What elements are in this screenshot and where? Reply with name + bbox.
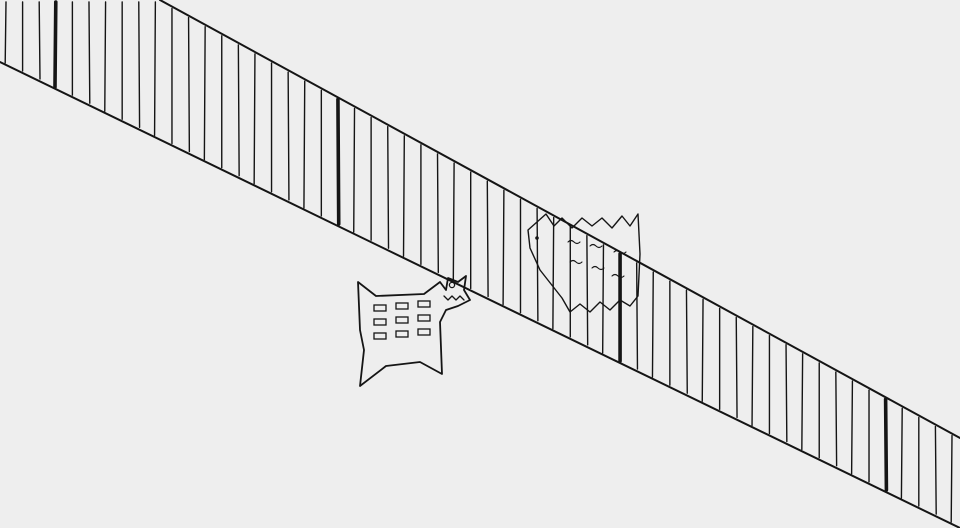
fence-slat xyxy=(701,298,704,402)
creature-windows xyxy=(373,300,431,340)
fence-slats xyxy=(4,0,953,523)
fence-slat xyxy=(950,434,953,523)
fence-slat xyxy=(138,1,141,129)
fence-slat xyxy=(4,1,7,64)
fence-slat xyxy=(237,44,240,177)
fence-slat xyxy=(586,235,589,346)
fence-slat xyxy=(187,16,191,153)
fence-slat xyxy=(685,289,688,394)
fence-slat xyxy=(253,53,256,185)
fence-post xyxy=(53,0,58,89)
fence-slat xyxy=(387,125,390,249)
creature-window xyxy=(373,332,387,340)
fence-slat xyxy=(287,71,290,201)
creature-window xyxy=(373,318,387,326)
fence-slat xyxy=(402,135,406,257)
ghost-eye xyxy=(535,236,539,240)
fence-top-edge xyxy=(159,0,960,439)
fence-slat xyxy=(785,344,788,443)
fence-slat xyxy=(801,353,804,451)
fence-slat xyxy=(436,153,440,274)
creature-window xyxy=(395,302,409,310)
fence-slat xyxy=(486,180,489,298)
creature-window xyxy=(417,314,431,322)
ghost-body-outline xyxy=(527,213,641,313)
fence-slat xyxy=(153,1,157,137)
fence-slat xyxy=(635,262,639,370)
creature-window xyxy=(373,304,387,312)
fence-post xyxy=(336,97,341,226)
fence-slat xyxy=(303,80,306,209)
creature-window xyxy=(395,316,409,324)
creature-window xyxy=(395,330,409,338)
fence-slat xyxy=(850,380,854,475)
fence-slat xyxy=(900,407,903,499)
fence-slat xyxy=(735,316,738,419)
creature-eye xyxy=(448,281,456,289)
fence-slat xyxy=(651,271,654,378)
creature-teeth xyxy=(443,295,465,301)
creature-window xyxy=(417,300,431,308)
ghost-creature-behind-fence xyxy=(527,213,641,313)
creature-body-outline xyxy=(357,275,471,387)
creature-window xyxy=(417,328,431,336)
fence-slat xyxy=(353,107,356,233)
ghost-fur-marks xyxy=(567,239,627,279)
fence-slat xyxy=(38,1,41,80)
fence-slat xyxy=(751,325,754,427)
fence-slat xyxy=(502,189,505,306)
fence-slat xyxy=(452,162,455,282)
fence-slat xyxy=(203,26,206,161)
building-creature xyxy=(357,275,471,387)
fence-bottom-edge xyxy=(0,61,960,528)
fence-slat xyxy=(835,371,838,467)
fence-post xyxy=(883,397,889,492)
fence-slat xyxy=(601,244,605,354)
fence-slat xyxy=(934,425,937,515)
fence-slat xyxy=(552,216,555,330)
fence-slat xyxy=(104,1,107,112)
fence-slat xyxy=(88,1,91,104)
